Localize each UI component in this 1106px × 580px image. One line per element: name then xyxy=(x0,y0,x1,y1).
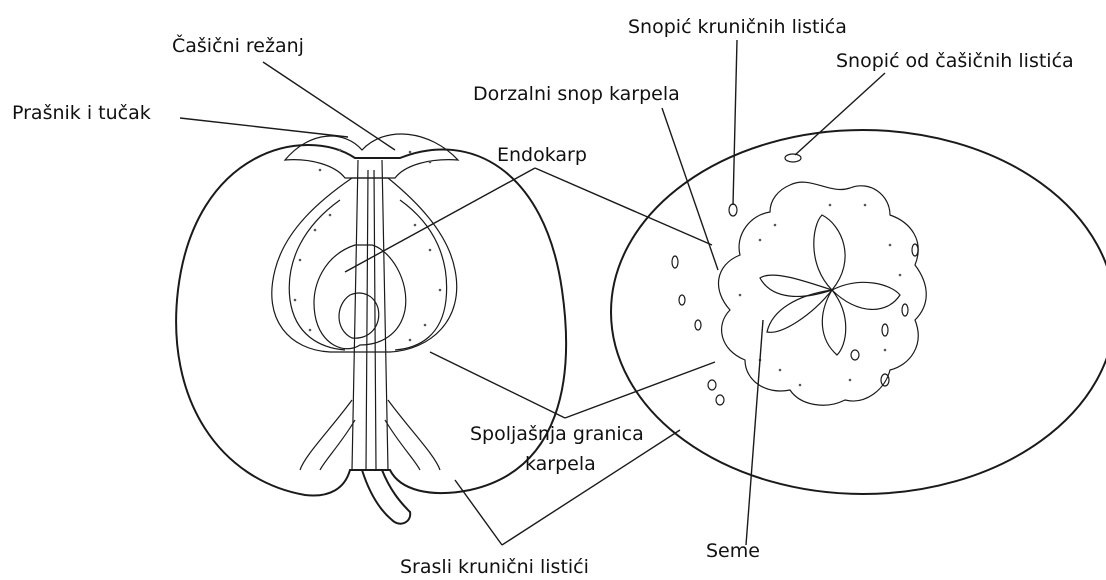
label-fused-petals: Srasli krunični listići xyxy=(400,556,589,578)
transverse-section xyxy=(611,130,1106,494)
label-seed: Seme xyxy=(706,540,760,562)
calyx-cap xyxy=(285,134,458,178)
stipple-transverse xyxy=(739,204,902,387)
seed-chambers xyxy=(760,215,900,355)
label-dorsal-carpel: Dorzalni snop karpela xyxy=(473,83,680,105)
leader-fused-petals-left xyxy=(455,480,502,545)
leader-stamen-pistil xyxy=(180,118,348,137)
seed-chamber-right xyxy=(832,282,900,309)
labels: Čašični režanj Prašnik i tučak Endokarp … xyxy=(12,16,1074,578)
leader-petal-bundle xyxy=(733,40,737,205)
fruit-stalk xyxy=(362,470,410,524)
lower-vascular-fan xyxy=(300,400,440,470)
label-carpel-boundary-1: Spoljašnja granica xyxy=(470,423,644,445)
fruit-outline-transverse xyxy=(611,130,1106,494)
leader-carpel-boundary-left xyxy=(430,352,565,418)
label-endocarp: Endokarp xyxy=(497,144,587,166)
seed-longitudinal xyxy=(339,293,379,338)
label-carpel-boundary-2: karpela xyxy=(525,453,596,475)
central-vascular-column xyxy=(352,160,388,470)
leader-dorsal-carpel xyxy=(662,108,718,270)
label-stamen-pistil: Prašnik i tučak xyxy=(12,102,151,124)
seed-chamber-left xyxy=(760,275,832,296)
seed-chamber-bottom-right xyxy=(822,290,845,355)
longitudinal-section xyxy=(176,134,566,524)
label-sepal-lobe: Čašični režanj xyxy=(172,33,304,57)
petal-bundle-oval xyxy=(729,204,737,216)
leader-carpel-boundary-right xyxy=(565,362,715,418)
leader-seed xyxy=(746,320,763,545)
leader-fused-petals-right xyxy=(502,430,680,545)
sepal-bundle-oval xyxy=(785,154,801,162)
vascular-bundles xyxy=(672,154,918,405)
leader-endocarp-right xyxy=(535,168,712,245)
endocarp-locule xyxy=(314,245,406,349)
leader-sepal-bundle xyxy=(795,73,885,155)
label-petal-bundle: Snopić kruničnih listića xyxy=(628,16,847,38)
leader-sepal-lobe xyxy=(263,62,395,150)
label-sepal-bundle: Snopić od čašičnih listića xyxy=(836,50,1074,72)
seed-chamber-top xyxy=(814,215,845,290)
